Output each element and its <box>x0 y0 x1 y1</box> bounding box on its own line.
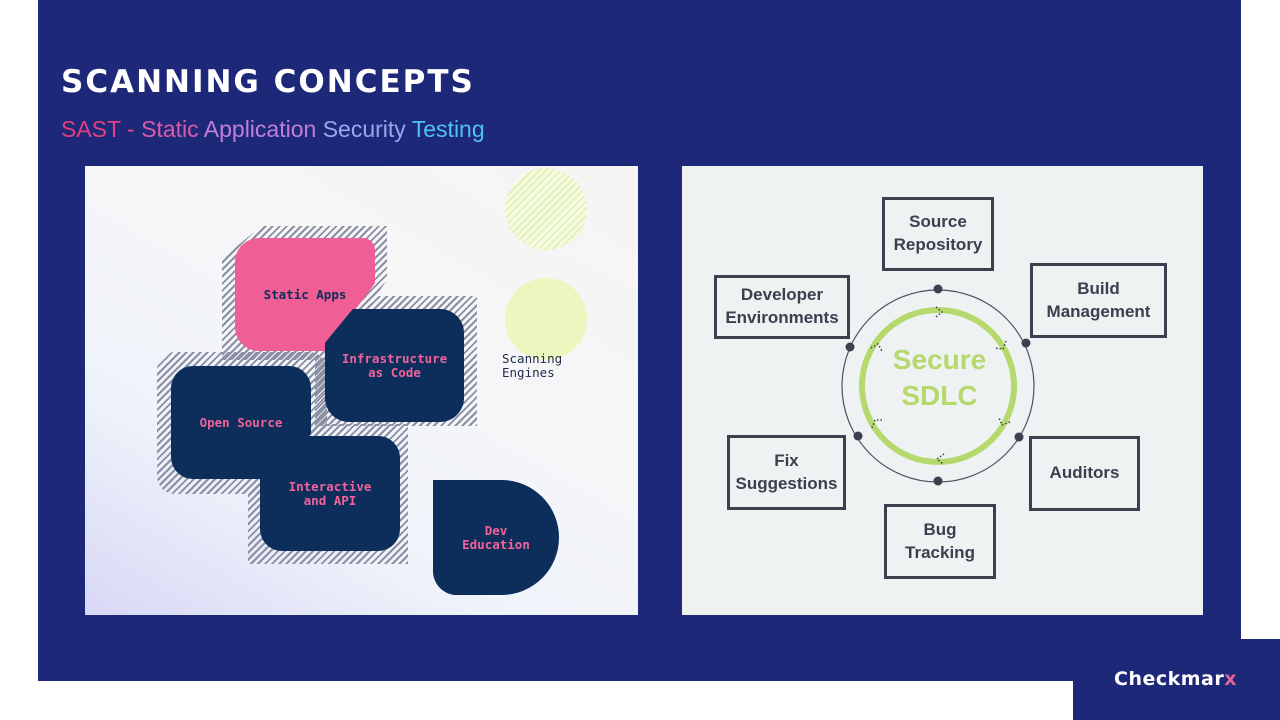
ring-node-top-right <box>1021 338 1031 348</box>
sast-coverage-diagram: Static Apps Infrastructure as Code Open … <box>85 166 638 615</box>
subtitle-word-security: Security <box>322 116 406 142</box>
slide-title: SCANNING CONCEPTS <box>61 64 475 100</box>
box-source-repository-label: Source Repository <box>893 212 983 254</box>
sdlc-cycle-graphic <box>841 284 1035 486</box>
logo-wordmark: Checkmar <box>1114 668 1225 690</box>
box-fix-suggestions-label: Fix Suggestions <box>735 450 838 493</box>
tile-open-source-label: Open Source <box>199 414 283 430</box>
subtitle-word-static: Static <box>141 116 199 142</box>
tile-dev-education: Dev Education <box>433 480 559 595</box>
tile-dev-education-label: Dev Education <box>462 522 530 552</box>
slide-subtitle: SAST - Static Application Security Testi… <box>61 116 485 143</box>
tile-interactive-label: Interactive and API <box>288 478 372 508</box>
subtitle-word-sast: SAST <box>61 116 121 142</box>
sdlc-label: SDLC <box>901 380 978 412</box>
ring-node-top-left <box>845 342 855 352</box>
box-developer-environments-label: Developer Environments <box>725 285 839 327</box>
scanning-engines-label: Scanning Engines <box>502 351 563 380</box>
box-bug-tracking-label: Bug Tracking <box>905 519 975 562</box>
subtitle-word-application: Application <box>203 116 317 142</box>
box-developer-environments: Developer Environments <box>714 275 850 339</box>
secure-sdlc-diagram: Secure SDLC Source Repository Build Mana… <box>682 166 1203 615</box>
box-build-management-label: Build Management <box>1046 278 1151 321</box>
subtitle-dash: - <box>120 116 142 142</box>
ring-node-bottom-right <box>1014 432 1024 442</box>
box-auditors: Auditors <box>1029 436 1140 511</box>
tile-interactive-and-api: Interactive and API <box>260 436 400 551</box>
ring-node-bottom-left <box>853 431 863 441</box>
brand-block <box>1073 639 1280 720</box>
box-bug-tracking: Bug Tracking <box>884 504 996 579</box>
ring-node-bottom <box>933 476 943 486</box>
box-fix-suggestions: Fix Suggestions <box>727 435 846 510</box>
secure-label: Secure <box>892 344 987 375</box>
inner-lime-ring <box>859 307 1017 465</box>
secure-sdlc-center: Secure SDLC <box>892 342 987 415</box>
tile-static-apps-label: Static Apps <box>263 286 347 302</box>
box-auditors-label: Auditors <box>1049 463 1120 483</box>
tile-infrastructure-as-code: Infrastructure as Code <box>325 309 464 422</box>
scanning-circle-top <box>505 168 587 250</box>
scanning-circle-bottom <box>505 278 587 360</box>
box-source-repository: Source Repository <box>882 197 994 271</box>
tile-infrastructure-label: Infrastructure as Code <box>341 350 448 380</box>
subtitle-word-testing: Testing <box>411 116 485 142</box>
arrow-1 <box>935 306 944 318</box>
box-build-management: Build Management <box>1030 263 1167 338</box>
logo-x: x <box>1224 668 1238 690</box>
arrow-6 <box>870 342 883 352</box>
checkmarx-logo: Checkmarx <box>1114 668 1237 690</box>
ring-node-top <box>933 284 943 294</box>
cycle-arrows <box>870 306 1011 465</box>
